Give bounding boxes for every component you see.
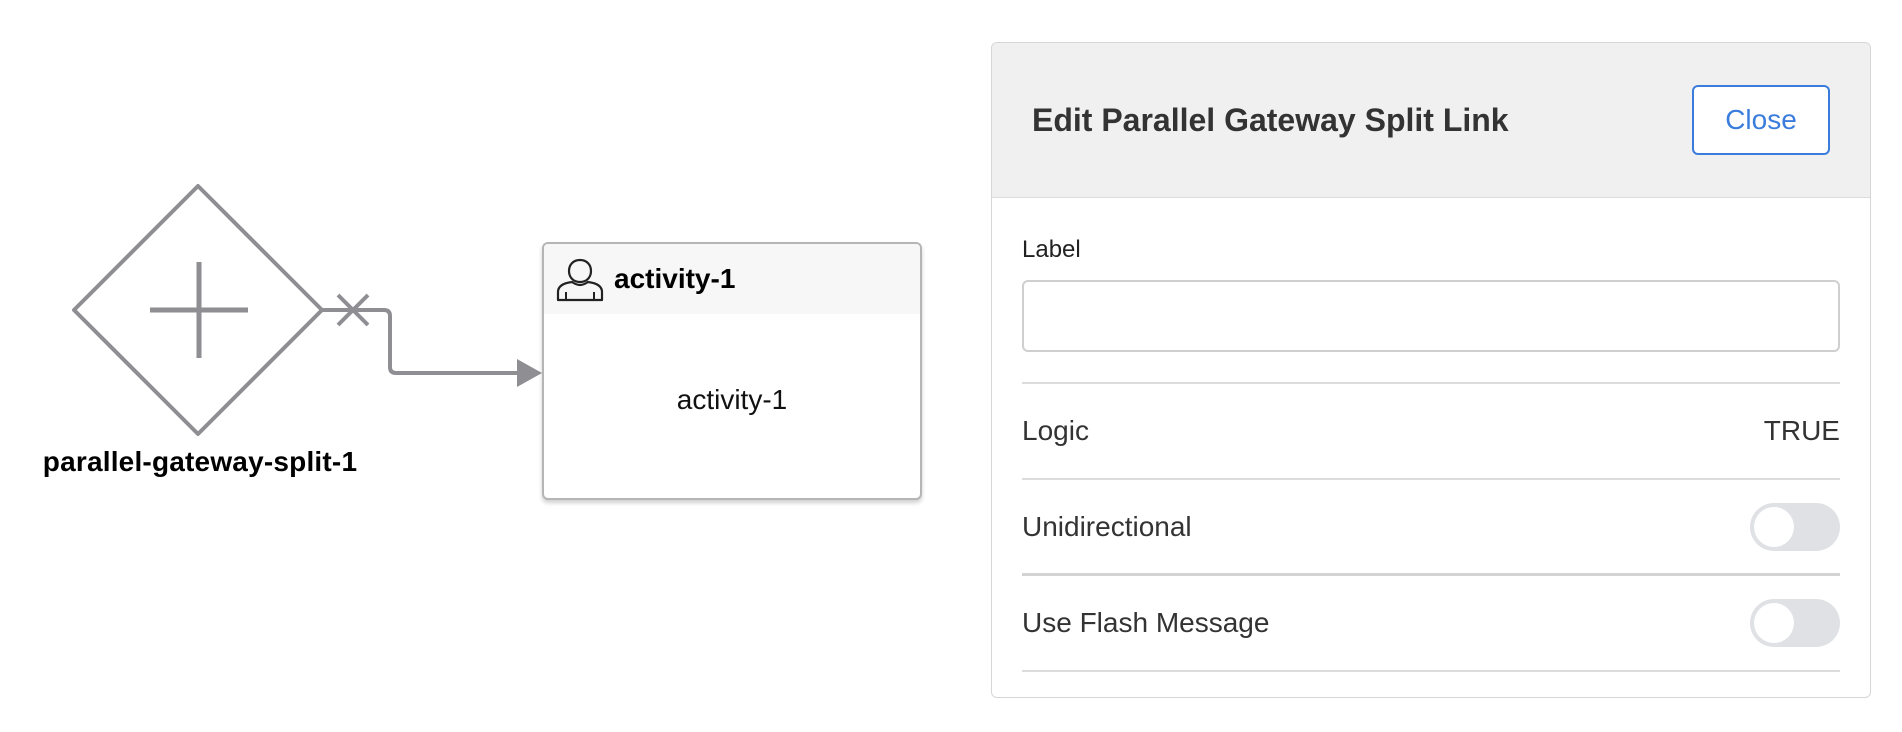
panel-title: Edit Parallel Gateway Split Link [1032,101,1509,138]
divider [1022,382,1840,384]
panel-body: Label Logic TRUE Unidirectional Use Flas… [992,236,1870,672]
activity-body-label: activity-1 [676,384,788,415]
logic-row: Logic TRUE [1022,384,1840,480]
label-field-label: Label [1022,236,1081,263]
close-button[interactable]: Close [1692,85,1830,155]
arrowhead [517,359,542,387]
unidirectional-toggle[interactable] [1750,502,1840,551]
diagram-svg [72,184,542,436]
flash-message-row: Use Flash Message [1022,576,1840,672]
split-link[interactable] [322,293,542,387]
activity-title: activity-1 [614,263,736,294]
unidirectional-label: Unidirectional [1022,510,1192,542]
parallel-gateway-node[interactable] [72,184,324,436]
link-path[interactable] [322,308,522,375]
gateway-label: parallel-gateway-split-1 [42,446,358,477]
toggle-knob [1754,603,1794,643]
label-input[interactable] [1022,280,1840,352]
user-icon [556,258,604,302]
edit-link-panel: Edit Parallel Gateway Split Link Close L… [991,42,1871,698]
x-mark-line-2 [336,293,370,327]
logic-value: TRUE [1763,415,1840,446]
flash-message-label: Use Flash Message [1022,607,1270,638]
activity-node[interactable]: activity-1 activity-1 [542,242,922,500]
logic-label: Logic [1022,415,1089,446]
panel-header: Edit Parallel Gateway Split Link Close [992,43,1870,198]
diagram-canvas[interactable]: parallel-gateway-split-1 activity-1 acti… [0,0,990,732]
activity-header: activity-1 [544,244,920,314]
toggle-knob [1754,506,1794,547]
unidirectional-row: Unidirectional [1022,480,1840,576]
flash-message-toggle[interactable] [1750,599,1840,647]
